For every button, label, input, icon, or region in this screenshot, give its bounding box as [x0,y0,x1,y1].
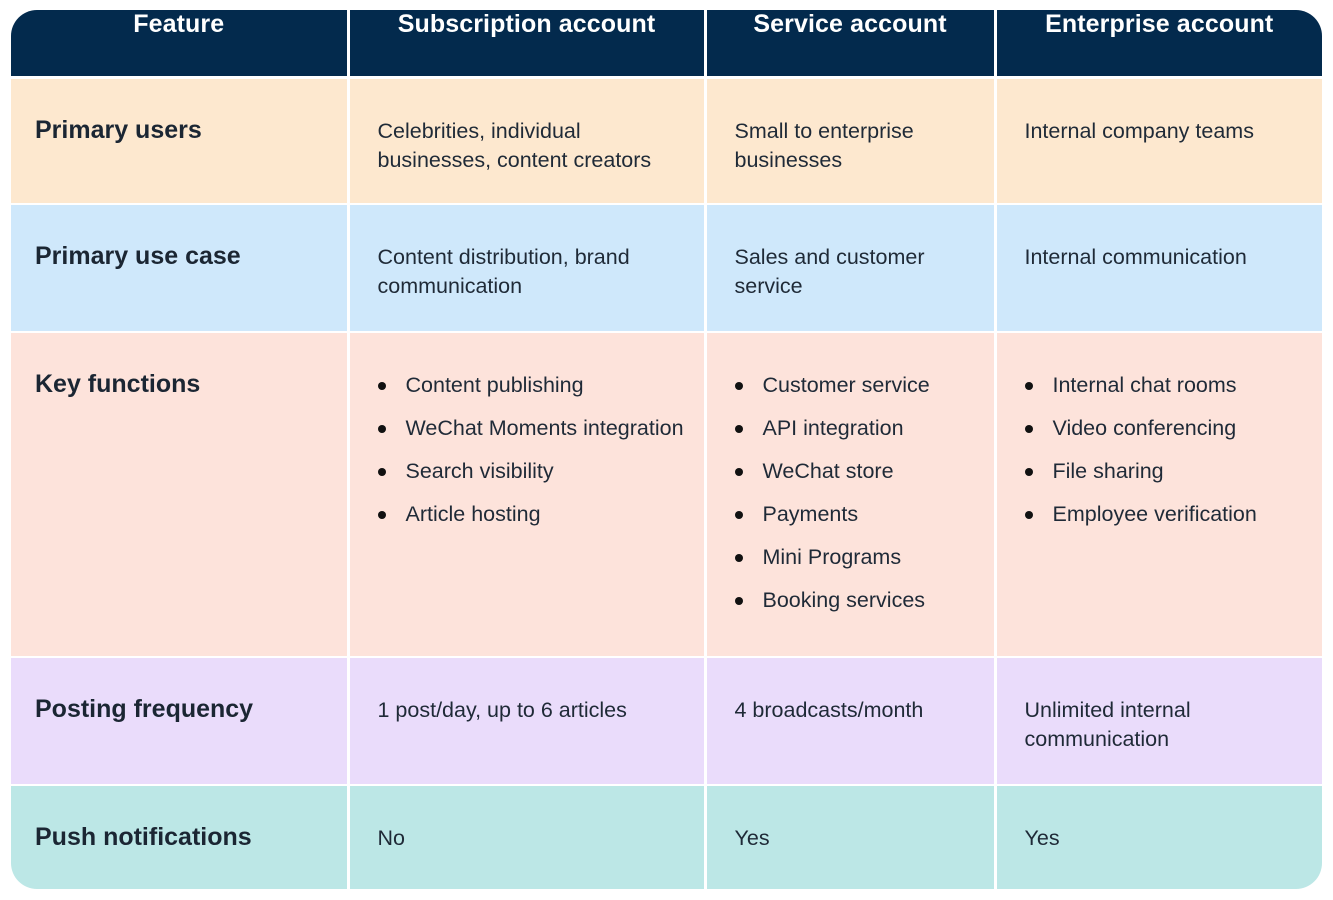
bullet-icon [734,597,743,605]
list-item-text: Content publishing [405,373,584,397]
list-item-text: WeChat store [762,459,894,483]
service-value: Small to enterprise businesses [705,77,997,205]
list-item-text: Article hosting [405,502,541,526]
feature-label: Posting frequency [11,657,350,786]
list-item: WeChat Moments integration [377,414,690,443]
list-item: Employee verification [1024,500,1309,529]
list-item-text: Search visibility [405,459,554,483]
list-item: File sharing [1024,457,1309,486]
list-item-text: Internal chat rooms [1052,373,1237,397]
bullet-icon [734,468,743,476]
bullet-icon [1024,425,1033,433]
service-function-list: Customer service API integration WeChat … [734,371,980,615]
service-functions: Customer service API integration WeChat … [705,332,997,658]
subscription-value: 1 post/day, up to 6 articles [348,657,707,786]
enterprise-value: Unlimited internal communication [995,657,1322,786]
account-comparison-table: Feature Subscription account Service acc… [11,10,1322,889]
list-item: WeChat store [734,457,980,486]
enterprise-function-list: Internal chat rooms Video conferencing F… [1024,371,1309,529]
list-item-text: Employee verification [1052,502,1257,526]
feature-label: Key functions [11,332,350,658]
list-item-text: Booking services [762,588,926,612]
list-item: Payments [734,500,980,529]
table-row-primary-users: Primary users Celebrities, individual bu… [11,77,1322,205]
service-value: Yes [705,785,997,889]
list-item-text: API integration [762,416,904,440]
table-row-primary-use-case: Primary use case Content distribution, b… [11,204,1322,333]
table-row-push-notifications: Push notifications No Yes Yes [11,785,1322,889]
list-item: API integration [734,414,980,443]
enterprise-functions: Internal chat rooms Video conferencing F… [995,332,1322,658]
list-item: Mini Programs [734,543,980,572]
table-row-posting-frequency: Posting frequency 1 post/day, up to 6 ar… [11,657,1322,786]
bullet-icon [734,554,743,562]
table-header-row: Feature Subscription account Service acc… [11,10,1322,79]
list-item-text: Mini Programs [762,545,902,569]
bullet-icon [1024,511,1033,519]
header-feature: Feature [11,10,350,79]
list-item: Customer service [734,371,980,400]
list-item: Search visibility [377,457,690,486]
bullet-icon [377,382,386,390]
list-item: Article hosting [377,500,690,529]
subscription-function-list: Content publishing WeChat Moments integr… [377,371,690,529]
feature-label: Primary use case [11,204,350,333]
bullet-icon [377,511,386,519]
bullet-icon [1024,382,1033,390]
enterprise-value: Internal company teams [995,77,1322,205]
list-item: Content publishing [377,371,690,400]
list-item-text: WeChat Moments integration [405,416,684,440]
subscription-value: Celebrities, individual businesses, cont… [348,77,707,205]
bullet-icon [734,425,743,433]
service-value: 4 broadcasts/month [705,657,997,786]
subscription-functions: Content publishing WeChat Moments integr… [348,332,707,658]
subscription-value: No [348,785,707,889]
bullet-icon [734,511,743,519]
bullet-icon [377,425,386,433]
list-item-text: File sharing [1052,459,1164,483]
subscription-value: Content distribution, brand communicatio… [348,204,707,333]
enterprise-value: Yes [995,785,1322,889]
header-enterprise-account: Enterprise account [995,10,1322,79]
service-value: Sales and customer service [705,204,997,333]
feature-label: Push notifications [11,785,350,889]
header-service-account: Service account [705,10,997,79]
list-item: Booking services [734,586,980,615]
list-item: Video conferencing [1024,414,1309,443]
bullet-icon [734,382,743,390]
header-subscription-account: Subscription account [348,10,707,79]
bullet-icon [377,468,386,476]
list-item-text: Payments [762,502,859,526]
enterprise-value: Internal communication [995,204,1322,333]
comparison-table-container: Feature Subscription account Service acc… [11,10,1322,889]
bullet-icon [1024,468,1033,476]
list-item: Internal chat rooms [1024,371,1309,400]
table-row-key-functions: Key functions Content publishing WeChat … [11,332,1322,658]
feature-label: Primary users [11,77,350,205]
list-item-text: Customer service [762,373,930,397]
list-item-text: Video conferencing [1052,416,1237,440]
